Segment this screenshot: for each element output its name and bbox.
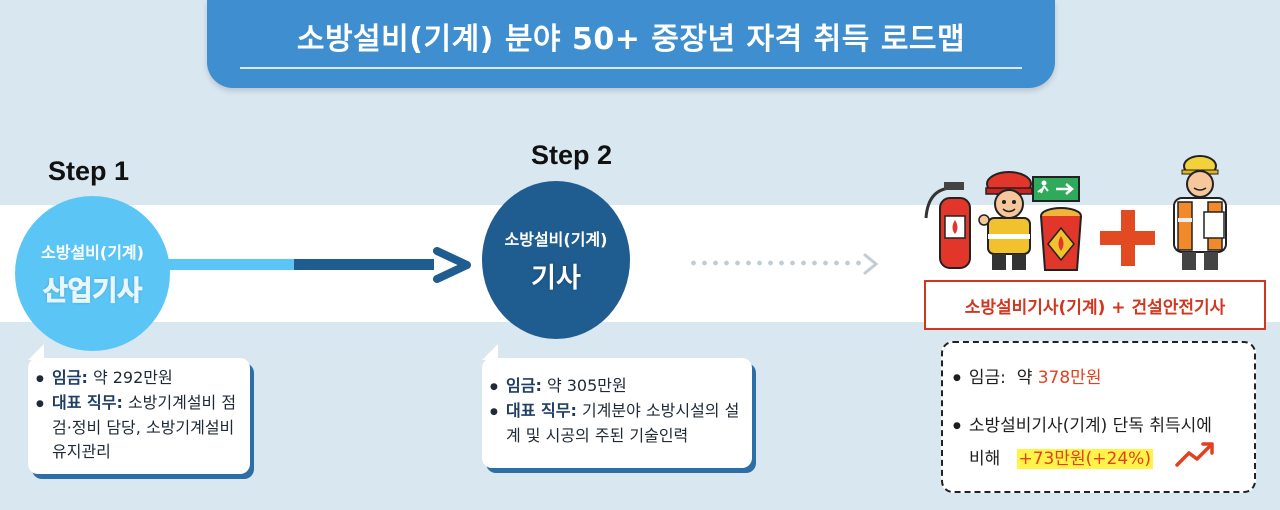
step2-circle-main: 기사 bbox=[531, 262, 581, 294]
increase-highlight: +73만원(+24%) bbox=[1016, 449, 1153, 469]
step3-increase-row: 비해 +73만원(+24%) bbox=[969, 449, 1153, 469]
step2-circle-sub: 소방설비(기계) bbox=[504, 229, 608, 249]
step1-label: Step 1 bbox=[48, 156, 130, 186]
plus-icon-vertical bbox=[1121, 210, 1135, 266]
dotted-connector bbox=[688, 260, 863, 266]
page-title: 소방설비(기계) 분야 50+ 중장년 자격 취득 로드맵 bbox=[296, 22, 966, 57]
step2-card: 임금: 약 305만원 대표 직무: 기계분야 소방시설의 설계 및 시공의 주… bbox=[482, 344, 752, 468]
step1-card: 임금: 약 292만원 대표 직무: 소방기계설비 점검·정비 담당, 소방기계… bbox=[28, 344, 250, 474]
firefighter-icon bbox=[978, 171, 1033, 270]
title-banner: 소방설비(기계) 분야 50+ 중장년 자격 취득 로드맵 bbox=[207, 0, 1055, 88]
trend-up-icon bbox=[1175, 442, 1214, 467]
step1-wage-item: 임금: 약 292만원 bbox=[36, 366, 248, 392]
step1-circle-sub: 소방설비(기계) bbox=[41, 243, 144, 262]
combo-qualification-label: 소방설비기사(기계) + 건설안전기사 bbox=[924, 280, 1266, 330]
exit-sign-icon bbox=[1032, 176, 1080, 202]
step2-label: Step 2 bbox=[531, 140, 613, 170]
fire-extinguisher-icon bbox=[924, 182, 971, 269]
step1-duty-item: 대표 직무: 소방기계설비 점검·정비 담당, 소방기계설비 유지관리 bbox=[36, 391, 248, 465]
step2-duty-item: 대표 직무: 기계분야 소방시설의 설계 및 시공의 주된 기술인력 bbox=[490, 399, 750, 449]
step1-circle: 소방설비(기계) 산업기사 bbox=[15, 196, 170, 351]
step3-info-box: ●임금: 약 378만원 ●소방설비기사(기계) 단독 취득시에 비해 +73만… bbox=[941, 341, 1256, 493]
arrow-shaft-light bbox=[168, 259, 296, 270]
chevron-right-icon bbox=[863, 253, 879, 275]
safety-engineer-icon bbox=[1173, 155, 1227, 270]
step3-compare-row: ●소방설비기사(기계) 단독 취득시에 bbox=[953, 416, 1212, 436]
step3-wage-row: ●임금: 약 378만원 bbox=[953, 368, 1102, 388]
step1-circle-main: 산업기사 bbox=[42, 276, 143, 308]
arrow-head-icon bbox=[433, 247, 471, 283]
arrow-shaft-dark bbox=[294, 259, 434, 270]
step2-circle: 소방설비(기계) 기사 bbox=[482, 181, 630, 339]
step2-wage-item: 임금: 약 305만원 bbox=[490, 374, 750, 400]
fire-bucket-icon bbox=[1040, 207, 1082, 271]
title-underline bbox=[240, 67, 1022, 69]
